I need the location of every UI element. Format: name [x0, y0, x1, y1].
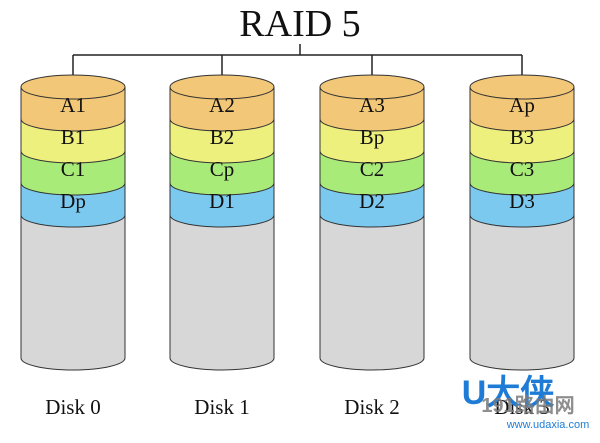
disk-1-block-0-label: A2: [209, 93, 235, 117]
disk-2-block-3-label: D2: [359, 189, 385, 213]
disk-1-block-3: [169, 182, 275, 228]
disk-3-top-cap: [469, 74, 575, 100]
disk-0-block-0-label: A1: [60, 93, 86, 117]
disk-3-label: Disk 3: [494, 395, 549, 419]
disk-2-block-2: [319, 150, 425, 196]
disk-2-top-cap: [319, 74, 425, 100]
disk-3-block-2-label: C3: [510, 157, 535, 181]
disk-0-block-3-label: Dp: [60, 189, 86, 213]
disk-2-block-3: [319, 182, 425, 228]
disk-3-empty-body: [469, 214, 575, 371]
disk-2-label: Disk 2: [344, 395, 399, 419]
disk-1-block-2-label: Cp: [210, 157, 235, 181]
watermark-site-name: 191路由网: [481, 393, 574, 417]
disk-0-label: Disk 0: [45, 395, 100, 419]
disk-3-block-1: [469, 118, 575, 164]
disk-2-block-1: [319, 118, 425, 164]
disk-2-block-1-label: Bp: [360, 125, 385, 149]
connector-lines: [72, 44, 523, 87]
disk-1-block-2: [169, 150, 275, 196]
disk-3-block-2: [469, 150, 575, 196]
disk-0-block-1-label: B1: [61, 125, 86, 149]
disk-2-block-0: [319, 86, 425, 132]
watermark-brand: U大侠: [462, 374, 556, 412]
disk-0-block-3: [20, 182, 126, 228]
disk-0-block-1: [20, 118, 126, 164]
diagram-title: RAID 5: [239, 3, 360, 45]
disk-2-block-2-label: C2: [360, 157, 385, 181]
disk-1-empty-body: [169, 214, 275, 371]
disk-1-label: Disk 1: [194, 395, 249, 419]
disk-1-block-1: [169, 118, 275, 164]
disk-0-block-2-label: C1: [61, 157, 86, 181]
disk-1-block-0: [169, 86, 275, 132]
disk-1-block-1-label: B2: [210, 125, 235, 149]
disk-1-block-3-label: D1: [209, 189, 235, 213]
disk-3-block-0: [469, 86, 575, 132]
disk-0-block-0: [20, 86, 126, 132]
watermark: U大侠 191路由网 www.udaxia.com: [462, 374, 590, 431]
disk-0-empty-body: [20, 214, 126, 371]
disk-2-empty-body: [319, 214, 425, 371]
disk-0-block-2: [20, 150, 126, 196]
disk-2-block-0-label: A3: [359, 93, 385, 117]
disk-3-block-3: [469, 182, 575, 228]
watermark-url: www.udaxia.com: [506, 419, 590, 431]
disk-0-top-cap: [20, 74, 126, 100]
disk-3-block-1-label: B3: [510, 125, 535, 149]
disk-3-block-0-label: Ap: [509, 93, 535, 117]
disk-1-top-cap: [169, 74, 275, 100]
disk-3-block-3-label: D3: [509, 189, 535, 213]
